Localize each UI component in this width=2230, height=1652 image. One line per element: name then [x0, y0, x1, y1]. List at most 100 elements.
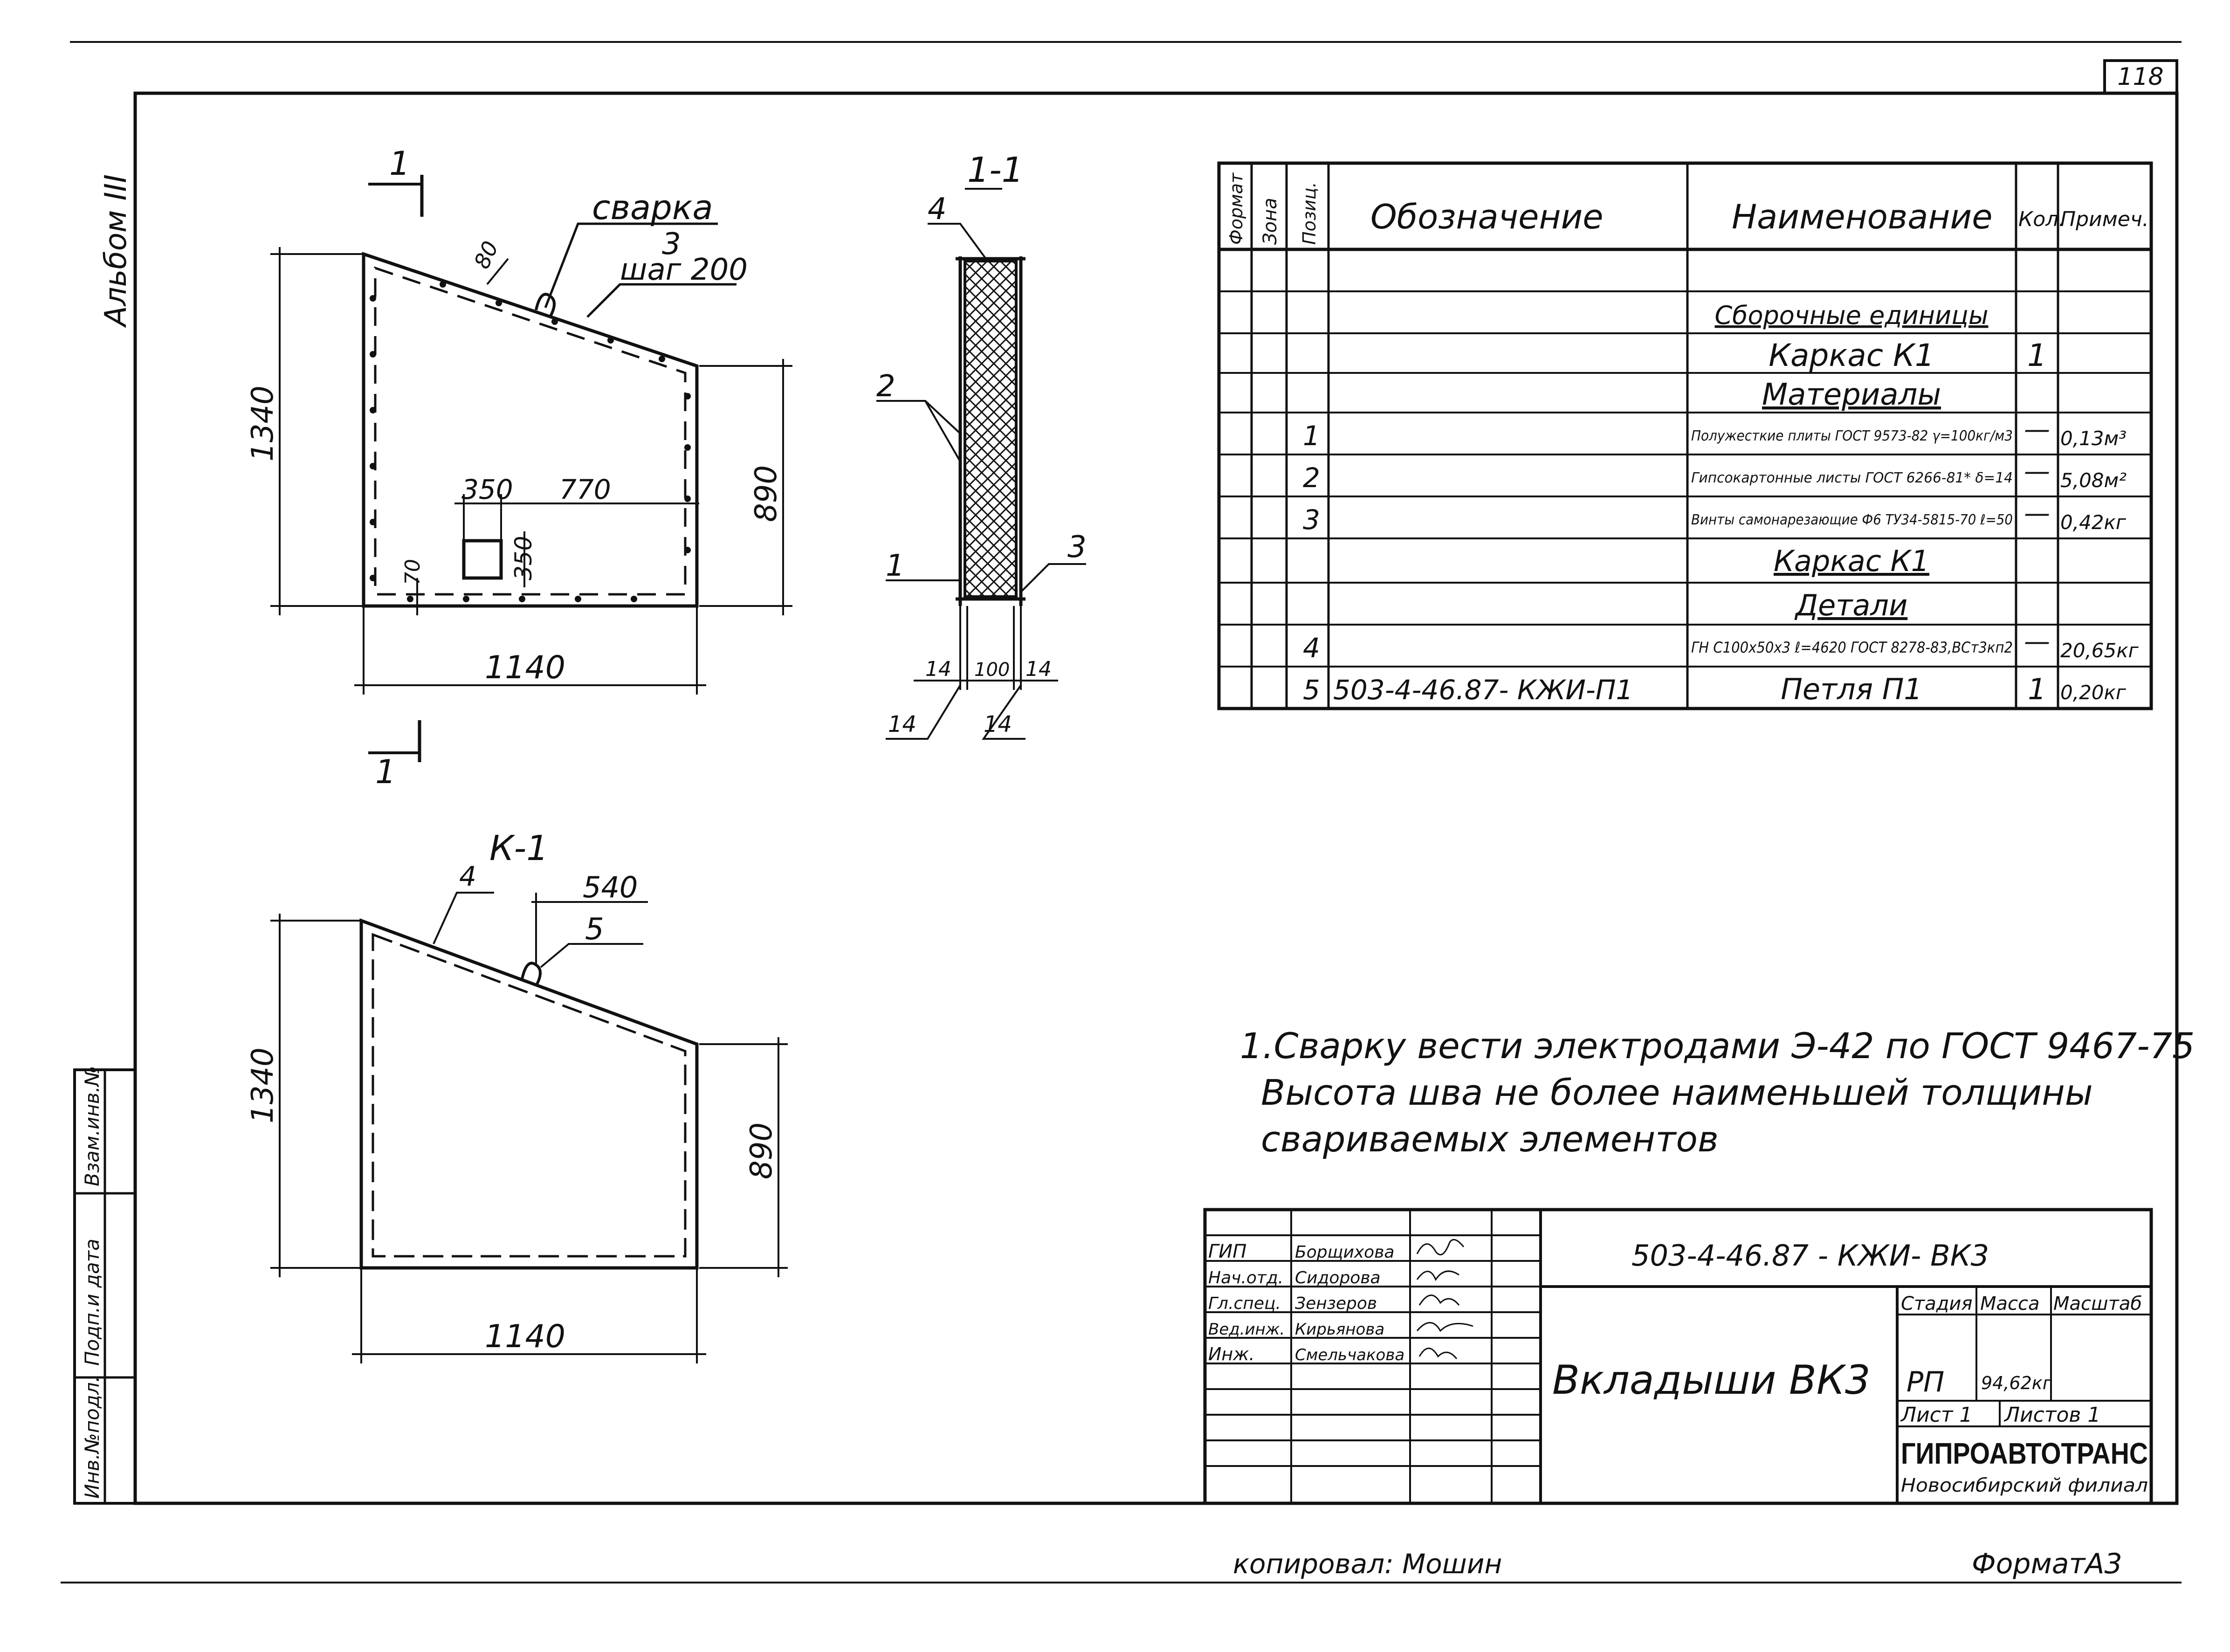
stage-header: Стадия	[1901, 1293, 1972, 1315]
stamp-sign-date: Подп.и дата	[81, 1239, 103, 1366]
header-format: Формат	[1226, 172, 1246, 245]
staff-role-0: ГИП	[1208, 1241, 1246, 1262]
welding-label: сварка	[592, 188, 713, 227]
row3-pos: 3	[1303, 504, 1320, 536]
dim-frame-height-left: 1340	[246, 1047, 280, 1123]
dim-offset: 80	[469, 237, 503, 273]
sheet-number-box	[2103, 59, 2178, 95]
callout-2-section: 2	[876, 369, 895, 404]
notes: 1.Сварку вести электродами Э-42 по ГОСТ …	[1240, 1025, 2195, 1160]
callout-3-section: 3	[1067, 530, 1087, 564]
org-name: ГИПРОАВТОТРАНС	[1901, 1437, 2148, 1470]
doc-title: Вкладыши ВК3	[1552, 1357, 1871, 1404]
staff-role-4: Инж.	[1208, 1344, 1255, 1364]
row4-name: ГН С100х50х3 ℓ=4620 ГОСТ 8278-83,ВСт3кп2	[1691, 639, 2013, 656]
row5-designation: 503-4-46.87- КЖИ-П1	[1333, 674, 1633, 706]
dim-opening-x: 350	[461, 474, 513, 505]
row2-pos: 2	[1303, 462, 1320, 494]
row3-note: 0,42кг	[2060, 511, 2127, 534]
dim-width: 1140	[485, 649, 565, 686]
row2-name: Гипсокартонные листы ГОСТ 6266-81* δ=14	[1691, 470, 2013, 486]
callout-1-section: 1	[886, 549, 905, 583]
mass-value: 94,62кг	[1981, 1373, 2052, 1393]
row5-qty: 1	[2028, 672, 2046, 706]
header-qty: Кол.	[2018, 207, 2065, 231]
stamp-inv-replaced: Взам.инв.№	[81, 1066, 103, 1186]
header-pos: Позиц.	[1299, 182, 1320, 245]
row4-note: 20,65кг	[2060, 639, 2139, 662]
note-line-3: свариваемых элементов	[1261, 1118, 1719, 1160]
panel-inner-frame	[374, 266, 687, 596]
dim-section-right2: 14	[984, 711, 1012, 737]
row5-name: Петля П1	[1781, 672, 1922, 706]
side-stamp: Взам.инв.№ Подп.и дата Инв.№подл.	[73, 1066, 137, 1505]
staff-name-2: Зензеров	[1295, 1294, 1377, 1313]
row-frame-k1-sub: Каркас К1	[1774, 544, 1929, 578]
dim-section-left2: 14	[888, 711, 916, 737]
staff-name-0: Борщихова	[1295, 1243, 1395, 1262]
dim-frame-width: 1140	[485, 1318, 565, 1355]
staff-role-2: Гл.спец.	[1208, 1294, 1281, 1313]
signatures	[1416, 1239, 1473, 1359]
sheet-index: Лист 1	[1900, 1403, 1972, 1427]
dim-height-left: 1340	[246, 385, 280, 461]
insulation-hatch	[964, 260, 1018, 598]
callout-3-front: 3	[662, 227, 681, 262]
dim-frame-top: 540	[583, 870, 638, 904]
note-line-2: Высота шва не более наименьшей толщины	[1261, 1072, 2093, 1113]
callout-4-frame: 4	[459, 860, 476, 892]
dim-span-top: 770	[559, 474, 611, 505]
dim-opening-size: 350	[510, 536, 537, 580]
dim-section-left: 14	[925, 657, 951, 681]
staff-role-3: Вед.инж.	[1208, 1320, 1285, 1339]
frame-title: К-1	[489, 828, 548, 868]
row5-note: 0,20кг	[2060, 681, 2127, 704]
section-marker-bottom: 1	[375, 753, 396, 791]
row2-qty: —	[2024, 456, 2050, 487]
front-view: 1 1 сварка шаг 200 3 80 13	[246, 145, 792, 791]
row1-name: Полужесткие плиты ГОСТ 9573-82 γ=100кг/м…	[1691, 428, 2013, 444]
drawing-frame	[133, 91, 2179, 1505]
mass-header: Масса	[1980, 1293, 2040, 1315]
row3-qty: —	[2024, 498, 2050, 529]
row1-note: 0,13м³	[2060, 427, 2127, 450]
frame-inner	[372, 933, 687, 1258]
sheets-total: Листов 1	[2003, 1403, 2100, 1427]
row-assembly-heading: Сборочные единицы	[1714, 301, 1988, 330]
stamp-inv-orig: Инв.№подл.	[81, 1376, 103, 1499]
callout-5-frame: 5	[585, 912, 604, 947]
row1-qty: —	[2024, 414, 2050, 445]
album-label: Альбом III	[99, 174, 133, 328]
header-zone: Зона	[1260, 198, 1281, 245]
header-designation: Обозначение	[1370, 197, 1604, 236]
row-materials-heading: Материалы	[1762, 378, 1941, 412]
section-view: 1-1 4 2 1 3 14 100 14 14 14	[876, 150, 1087, 740]
row-frame-k1-qty: 1	[2027, 337, 2047, 373]
dim-height-right: 890	[749, 465, 784, 522]
header-name: Наименование	[1732, 197, 1993, 236]
staff-name-1: Сидорова	[1295, 1268, 1381, 1287]
doc-code: 503-4-46.87 - КЖИ- ВК3	[1631, 1239, 1989, 1273]
dim-section-right: 14	[1026, 657, 1052, 681]
org-branch: Новосибирский филиал	[1901, 1475, 2148, 1496]
callout-4-section: 4	[928, 192, 947, 227]
header-note: Примеч.	[2060, 207, 2149, 231]
row3-name: Винты самонарезающие Ф6 ТУ34-5815-70 ℓ=5…	[1691, 512, 2013, 528]
step-label: шаг 200	[620, 253, 748, 287]
row4-qty: —	[2024, 626, 2050, 657]
screw-dots	[370, 281, 691, 602]
row5-pos: 5	[1303, 674, 1320, 706]
frame-outline	[359, 918, 699, 1270]
panel-opening	[462, 539, 503, 580]
row4-pos: 4	[1303, 632, 1320, 664]
staff-name-4: Смельчакова	[1295, 1346, 1404, 1364]
scale-header: Масштаб	[2053, 1293, 2142, 1315]
note-line-1: 1.Сварку вести электродами Э-42 по ГОСТ …	[1240, 1025, 2195, 1067]
row-frame-k1-name: Каркас К1	[1769, 337, 1934, 373]
dim-bottom-offset: 70	[401, 559, 425, 585]
dim-frame-height-right: 890	[744, 1122, 779, 1179]
sheet-number: 118	[2117, 63, 2163, 91]
section-marker-top: 1	[389, 145, 410, 183]
spec-table: Формат Зона Позиц. Обозначение Наименова…	[1217, 161, 2153, 710]
dim-section-mid: 100	[974, 659, 1010, 681]
